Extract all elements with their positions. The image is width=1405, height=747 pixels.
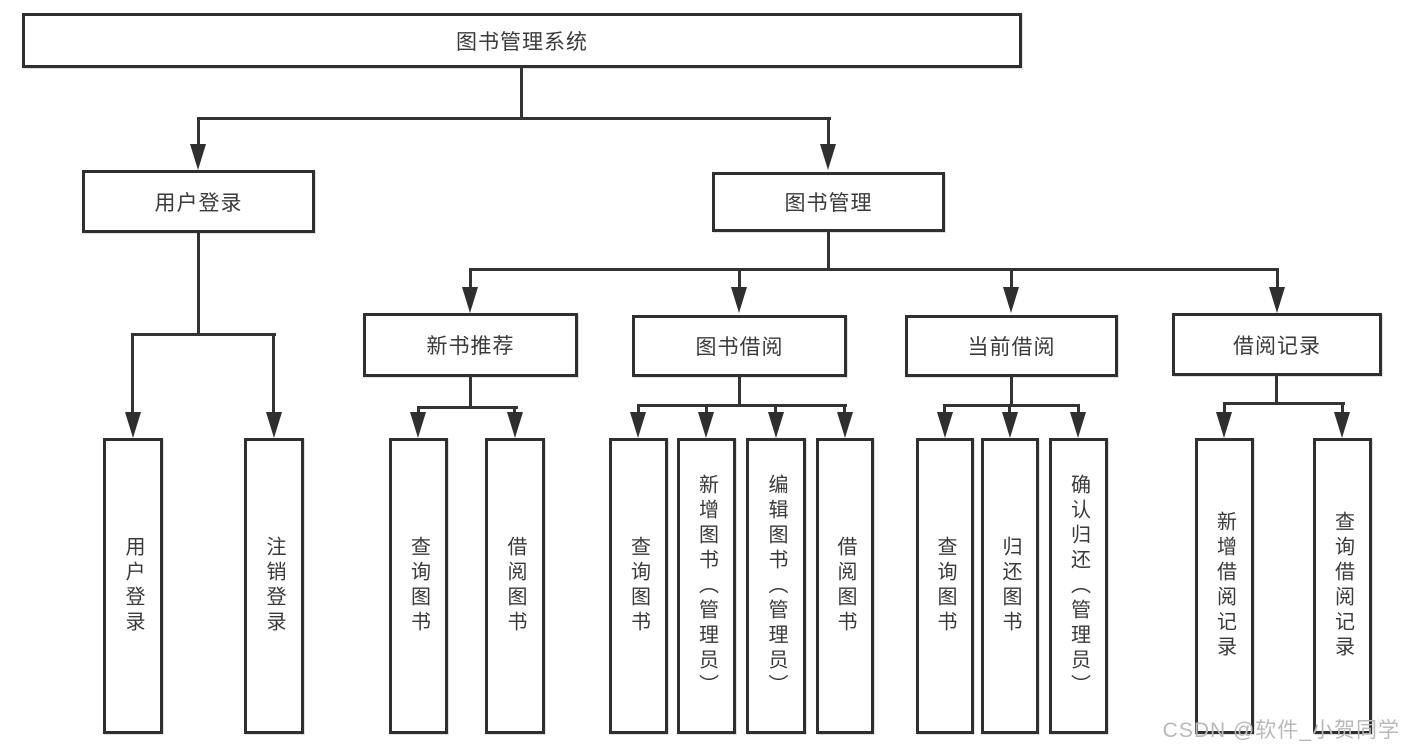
leaf-query-books-borrow: 查询图书 [609,438,668,734]
connector-records-stem [1275,374,1278,405]
arrow-down-icon [1269,287,1285,313]
connector-current-stem [1010,375,1013,407]
arrow-down-icon [937,412,953,438]
leaf-edit-books-admin: 编辑图书（管理员） [746,438,806,734]
connector-bookmgmt-drop-1 [469,268,472,290]
connector-records-branch [1223,402,1345,405]
leaf-user-login: 用户登录 [103,438,163,734]
arrow-down-icon [731,287,747,313]
connector-current-drop-1 [943,404,946,414]
leaf-query-borrow-record: 查询借阅记录 [1313,438,1372,734]
arrow-down-icon [190,144,206,170]
connector-recommend-stem [469,375,472,409]
connector-borrow-branch [637,404,847,407]
connector-bookmgmt-drop-2 [738,268,741,290]
arrow-down-icon [1216,412,1232,438]
connector-userlogin-branch [131,333,276,336]
arrow-down-icon [507,412,523,438]
connector-records-drop-2 [1341,402,1344,414]
arrow-down-icon [1002,412,1018,438]
leaf-query-books-current: 查询图书 [916,438,974,734]
arrow-down-icon [1003,287,1019,313]
arrow-down-icon [820,144,836,170]
leaf-add-books-admin: 新增图书（管理员） [677,438,736,734]
connector-bookmgmt-branch [469,268,1279,271]
leaf-query-books-recommend: 查询图书 [389,438,448,734]
leaf-confirm-return-admin: 确认归还（管理员） [1049,438,1108,734]
leaf-add-borrow-record: 新增借阅记录 [1195,438,1254,734]
arrow-down-icon [1334,412,1350,438]
connector-current-drop-3 [1077,404,1080,414]
node-book-management: 图书管理 [712,172,945,232]
connector-recommend-branch [417,406,518,409]
arrow-down-icon [410,412,426,438]
connector-root-branch [197,117,831,120]
arrow-down-icon [462,287,478,313]
connector-recommend-drop-1 [417,406,420,414]
connector-borrow-stem [738,375,741,407]
arrow-down-icon [1070,412,1086,438]
arrow-down-icon [837,412,853,438]
leaf-return-books: 归还图书 [981,438,1039,734]
connector-root-stem [520,66,523,118]
node-borrow-records: 借阅记录 [1172,313,1382,376]
arrow-down-icon [768,412,784,438]
connector-current-branch [943,404,1080,407]
watermark: CSDN @软件_小贺同学 [1162,719,1400,742]
connector-userlogin-drop-2 [272,333,275,413]
connector-userlogin-stem [197,233,200,336]
leaf-borrow-books: 借阅图书 [816,438,874,734]
arrow-down-icon [630,412,646,438]
connector-borrow-drop-3 [774,404,777,414]
connector-root-drop-right [827,117,830,145]
connector-root-drop-left [197,117,200,145]
leaf-logout: 注销登录 [244,438,304,734]
connector-borrow-drop-2 [705,404,708,414]
connector-borrow-drop-1 [637,404,640,414]
node-current-borrow: 当前借阅 [905,315,1118,377]
connector-recommend-drop-2 [513,406,516,414]
connector-bookmgmt-stem [827,230,830,271]
arrow-down-icon [266,412,282,438]
node-user-login: 用户登录 [82,170,315,233]
node-new-book-recommend: 新书推荐 [363,313,578,377]
node-library-management-system: 图书管理系统 [22,13,1022,68]
connector-bookmgmt-drop-4 [1276,268,1279,290]
node-book-borrow: 图书借阅 [632,315,847,377]
connector-current-drop-2 [1008,404,1011,414]
arrow-down-icon [125,412,141,438]
leaf-borrow-books-recommend: 借阅图书 [485,438,545,734]
connector-records-drop-1 [1223,402,1226,414]
connector-borrow-drop-4 [843,404,846,414]
connector-userlogin-drop-1 [131,333,134,413]
arrow-down-icon [698,412,714,438]
connector-bookmgmt-drop-3 [1010,268,1013,290]
